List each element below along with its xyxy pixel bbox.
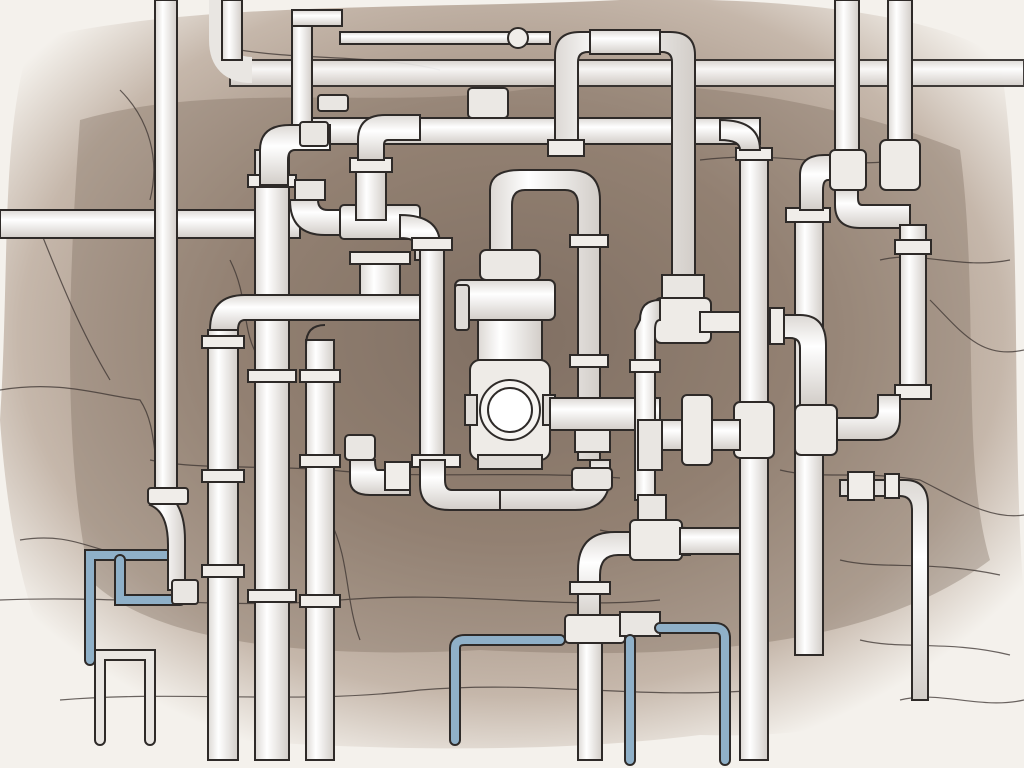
top-valves xyxy=(291,9,551,147)
blue-pipes-right xyxy=(449,622,731,766)
left-elbow-valve xyxy=(147,487,199,605)
blue-pipes-left xyxy=(84,549,186,746)
right-pipe-cluster xyxy=(547,0,932,761)
